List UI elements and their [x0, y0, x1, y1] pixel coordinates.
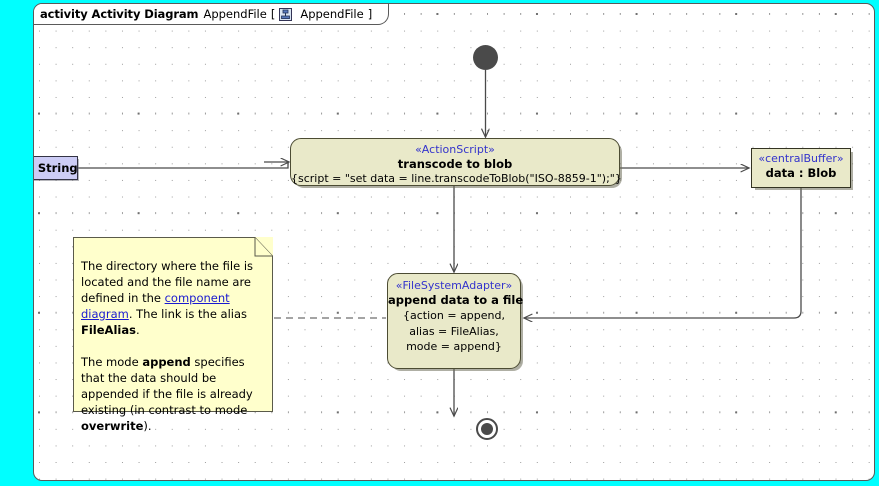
frame-ref-label: AppendFile — [300, 7, 364, 21]
note-text: The directory where the file is located … — [81, 258, 267, 434]
frame-bracket-close: ] — [367, 7, 373, 21]
action-node-transcode-to-blob[interactable]: «ActionScript» transcode to blob {script… — [290, 138, 622, 186]
initial-node[interactable] — [473, 45, 498, 70]
note-p2-c: ). — [143, 419, 152, 433]
note-p2-a: The mode — [81, 355, 143, 369]
action-body-append-line2: alias = FileAlias, — [409, 324, 499, 338]
activity-final-node[interactable] — [476, 418, 498, 440]
activity-final-node-inner — [481, 423, 493, 435]
note-comment[interactable]: The directory where the file is located … — [73, 237, 273, 433]
note-p1-a: The directory where the file is located … — [81, 259, 254, 305]
note-paragraph-1: The directory where the file is located … — [81, 258, 267, 338]
frame-keyword: activity Activity Diagram — [40, 7, 199, 21]
action-name-append: append data to a file — [388, 293, 524, 307]
action-name-transcode: transcode to blob — [397, 157, 513, 171]
action-body-transcode: {script = "set data = line.transcodeToBl… — [291, 172, 622, 185]
action-node-append-data-to-a-file[interactable]: «FileSystemAdapter» append data to a fil… — [387, 273, 524, 369]
note-p2-bold2: overwrite — [81, 419, 144, 433]
frame-name: AppendFile — [203, 7, 267, 21]
note-paragraph-gap — [81, 338, 267, 354]
note-p1-c: . — [135, 323, 140, 337]
central-buffer-name: data : Blob — [765, 166, 837, 180]
note-p1-bold: FileAlias — [81, 323, 136, 337]
note-p1-b: . The link is the alias — [128, 307, 248, 321]
component-diagram-link[interactable]: component diagram — [81, 291, 230, 321]
note-paragraph-2: The mode append specifies that the data … — [81, 354, 267, 434]
stereotype-actionscript: «ActionScript» — [415, 143, 495, 156]
central-buffer-node-data[interactable]: «centralBuffer» data : Blob — [751, 148, 851, 188]
frame-bracket-open: [ — [270, 7, 276, 21]
action-body-append-line1: {action = append, — [403, 309, 505, 322]
stereotype-centralbuffer: «centralBuffer» — [758, 152, 844, 165]
activity-diagram-frame[interactable]: activity Activity Diagram AppendFile [ A… — [33, 3, 875, 481]
input-pin-line[interactable]: line : String — [34, 156, 78, 180]
note-p2-bold1: append — [142, 355, 191, 369]
activity-diagram-icon — [279, 7, 293, 21]
note-p2-b: specifies that the data should be append… — [81, 355, 253, 417]
input-pin-label: line : String — [34, 161, 78, 175]
note-shape — [73, 237, 273, 412]
frame-header[interactable]: activity Activity Diagram AppendFile [ A… — [34, 4, 390, 25]
stereotype-filesystemadapter: «FileSystemAdapter» — [395, 279, 513, 292]
action-body-append-line3: mode = append} — [406, 340, 502, 353]
